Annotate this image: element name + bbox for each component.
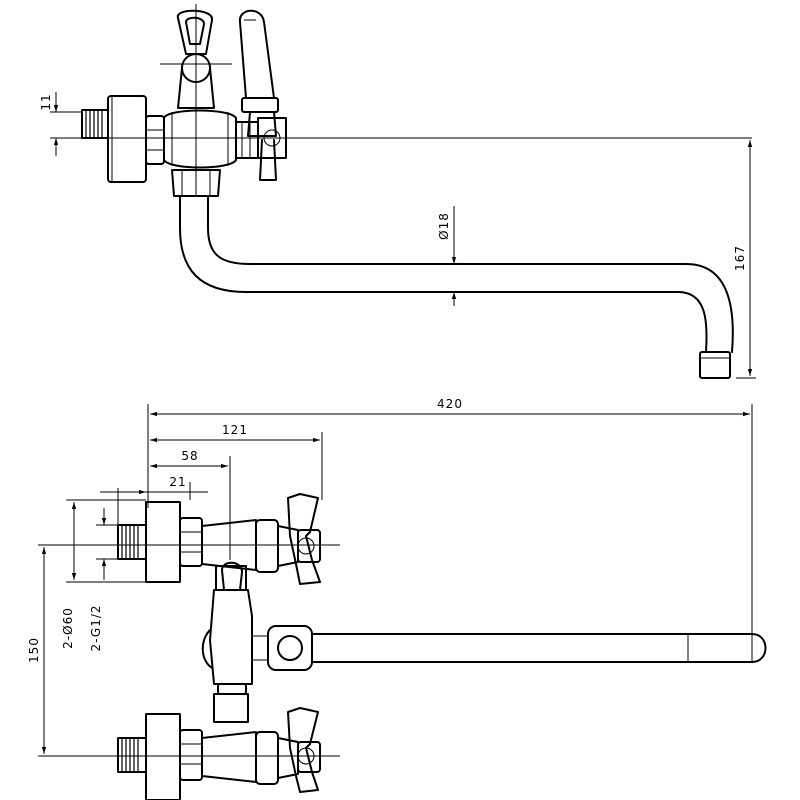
side-valve-body: [163, 109, 237, 169]
side-spout-outlet: [699, 351, 731, 379]
dim-thread-offset: 11: [39, 93, 53, 110]
front-upper-inlet: [117, 501, 203, 583]
side-lever-handle: [238, 9, 279, 137]
front-spout: [311, 633, 767, 663]
dim-spout-diameter: Ø18: [437, 212, 451, 240]
dim-centre-distance: 150: [27, 637, 41, 663]
dim-spout-height: 167: [733, 245, 747, 271]
dim-length-121: 121: [222, 423, 248, 437]
front-dimensions: 420 121 58 21 150 2-Ø60 2-G1/2: [27, 397, 753, 754]
dim-length-21: 21: [169, 475, 186, 489]
dim-flange-diameter: 2-Ø60: [61, 607, 75, 649]
front-upper-valve: [201, 493, 321, 585]
front-central-body: [201, 561, 253, 723]
front-diverter-nut: [252, 625, 313, 671]
dim-length-58: 58: [181, 449, 198, 463]
dim-thread-size: 2-G1/2: [89, 604, 103, 651]
front-lower-valve: [201, 707, 321, 793]
side-dimensions: 11 Ø18 167: [39, 92, 756, 379]
side-view: [66, 4, 752, 379]
dim-overall-length: 420: [437, 397, 463, 411]
side-shower-holder: [160, 4, 232, 180]
side-eccentric-nut: [145, 115, 165, 165]
front-view: [38, 460, 767, 800]
side-wall-flange: [107, 95, 147, 183]
side-cross-handle: [235, 117, 287, 181]
side-spout-pipe: [179, 195, 708, 353]
front-lower-inlet: [117, 713, 203, 800]
side-thread-nipple: [81, 109, 109, 139]
side-swivel-nut: [171, 169, 221, 197]
